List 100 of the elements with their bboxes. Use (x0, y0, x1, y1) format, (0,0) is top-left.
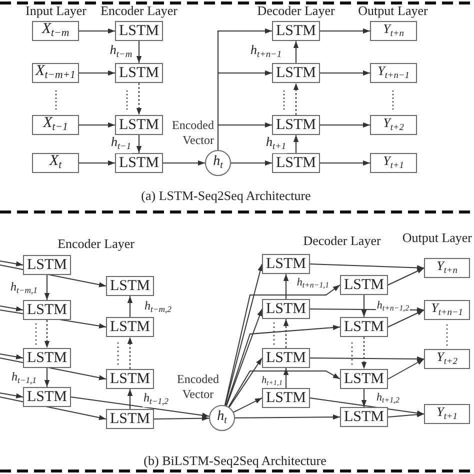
arrow (127, 336, 133, 370)
lstm-box: LSTM (272, 63, 320, 83)
output-box: Y$_{t+1}$ (424, 404, 470, 424)
arrow (293, 40, 299, 64)
lstm-box: LSTM (262, 299, 310, 319)
arrow (136, 40, 142, 64)
lstm-box: LSTM (340, 275, 388, 295)
edge-label: h$_{t−1,1}$ (10, 370, 38, 386)
output-box: Y$_{t+1}$ (370, 153, 417, 173)
caption: (b) BiLSTM-Seq2Seq Architecture (144, 454, 326, 468)
lstm-box: LSTM (262, 348, 310, 368)
lstm-box: LSTM (115, 21, 163, 41)
arrow (361, 294, 367, 318)
arrow (283, 274, 289, 300)
caption: (a) LSTM-Seq2Seq Architecture (141, 188, 311, 204)
arrow (78, 160, 116, 166)
arrow (0, 392, 24, 398)
output-box: Y$_{t+n}$ (424, 258, 470, 278)
output-box: Y$_{t+n−1}$ (370, 63, 417, 83)
output-box: Y$_{t+2}$ (424, 349, 470, 369)
edge-label: h$_{t+n−1,2}$ (376, 299, 410, 313)
arrow (283, 318, 289, 348)
lstm-box: LSTM (272, 21, 320, 41)
arrow (224, 284, 340, 406)
arrow (0, 306, 24, 312)
arrow (320, 122, 370, 128)
lstm-box: LSTM (106, 317, 154, 337)
lstm-box: LSTM (272, 153, 320, 173)
arrow (0, 260, 24, 266)
arrow (233, 398, 262, 413)
arrow (226, 324, 340, 406)
input-box: X$_{t−1}$ (32, 115, 79, 135)
arrow (78, 28, 116, 34)
edge-label: h$_{t+n−1,1}$ (296, 276, 330, 290)
arrow (230, 160, 272, 166)
layer-label: Decoder Layer (303, 234, 381, 248)
lstm-box: LSTM (106, 276, 154, 296)
arrow (78, 70, 116, 76)
arrow (293, 134, 299, 154)
edge-label: h$_{t+1,1}$ (260, 374, 284, 388)
edge-label: h$_{t−1,2}$ (142, 391, 170, 407)
lstm-box: LSTM (340, 369, 388, 389)
layer-label: Output Layer (402, 230, 472, 246)
node-caption: Encoded Vector (176, 372, 220, 402)
arrow (224, 264, 263, 406)
arrow (44, 320, 50, 348)
arrow (388, 310, 424, 328)
lstm-box: LSTM (23, 255, 71, 275)
node-caption: Encoded Vector (171, 118, 214, 148)
arrow (154, 416, 210, 421)
edge-label: h$_{t−m,1}$ (10, 280, 38, 296)
vector-circle: h$_{t}$ (209, 405, 235, 431)
lstm-box: LSTM (115, 153, 163, 173)
arrow (78, 122, 116, 128)
arrow (310, 398, 424, 416)
arrow (127, 296, 133, 318)
edge-label: h$_{t+1,2}$ (376, 391, 400, 405)
layer-label: Decoder Layer (257, 4, 335, 18)
arrow (320, 28, 370, 34)
output-box: Y$_{t+2}$ (370, 115, 417, 135)
vector-circle: h$_{t}$ (205, 150, 231, 176)
arrow (228, 370, 340, 408)
input-box: X$_{t−m}$ (32, 21, 79, 41)
lstm-box: LSTM (115, 115, 163, 135)
arrow (127, 388, 133, 410)
lstm-box: LSTM (106, 369, 154, 389)
arrow (226, 308, 262, 406)
arrow (310, 356, 424, 362)
lstm-box: LSTM (262, 388, 310, 408)
input-box: X$_{t−m+1}$ (32, 63, 79, 83)
arrow (136, 82, 142, 116)
arrow (388, 268, 424, 286)
edge-label: h$_{t−m,2}$ (144, 299, 172, 315)
lstm-box: LSTM (23, 348, 71, 368)
layer-label: Input Layer (26, 4, 86, 18)
layer-label: Output Layer (358, 4, 428, 18)
lstm-box: LSTM (23, 387, 71, 407)
arrow (310, 264, 424, 270)
arrow (320, 160, 370, 166)
layer-label: Encoder Layer (58, 236, 134, 252)
arrow (44, 368, 50, 388)
arrow (388, 358, 424, 380)
lstm-box: LSTM (106, 409, 154, 429)
arrow (283, 368, 289, 388)
arrow (218, 122, 272, 150)
lstm-box: LSTM (115, 63, 163, 83)
lstm-box: LSTM (340, 317, 388, 337)
arrow (0, 354, 24, 360)
lstm-box: LSTM (340, 407, 388, 427)
lstm-box: LSTM (272, 115, 320, 135)
arrow (234, 414, 340, 420)
layer-label: Encoder Layer (100, 4, 178, 18)
arrow (228, 358, 262, 408)
arrow (162, 160, 206, 166)
lstm-box: LSTM (23, 300, 71, 320)
arrow (293, 82, 299, 116)
lstm-box: LSTM (262, 254, 310, 274)
arrow (361, 388, 367, 408)
arrow (70, 396, 210, 418)
arrow (136, 134, 142, 154)
